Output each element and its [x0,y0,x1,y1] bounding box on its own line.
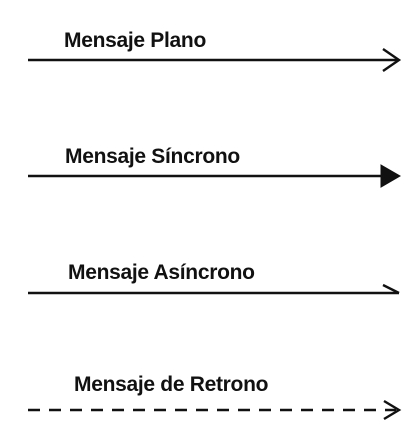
label-synchronous-message: Mensaje Síncrono [65,145,240,168]
half-arrowhead-icon [382,283,400,295]
dashed-open-arrowhead-icon [383,399,402,421]
asynchronous-message-arrow [28,283,400,295]
filled-arrowhead-icon [380,164,401,188]
label-asynchronous-message: Mensaje Asíncrono [68,261,255,284]
label-return-message: Mensaje de Retrono [74,373,269,396]
open-arrowhead-icon [382,48,402,72]
plain-message-arrow [28,48,402,72]
synchronous-message-arrow [28,164,401,188]
label-plain-message: Mensaje Plano [64,29,206,52]
return-message-arrow [28,399,402,421]
